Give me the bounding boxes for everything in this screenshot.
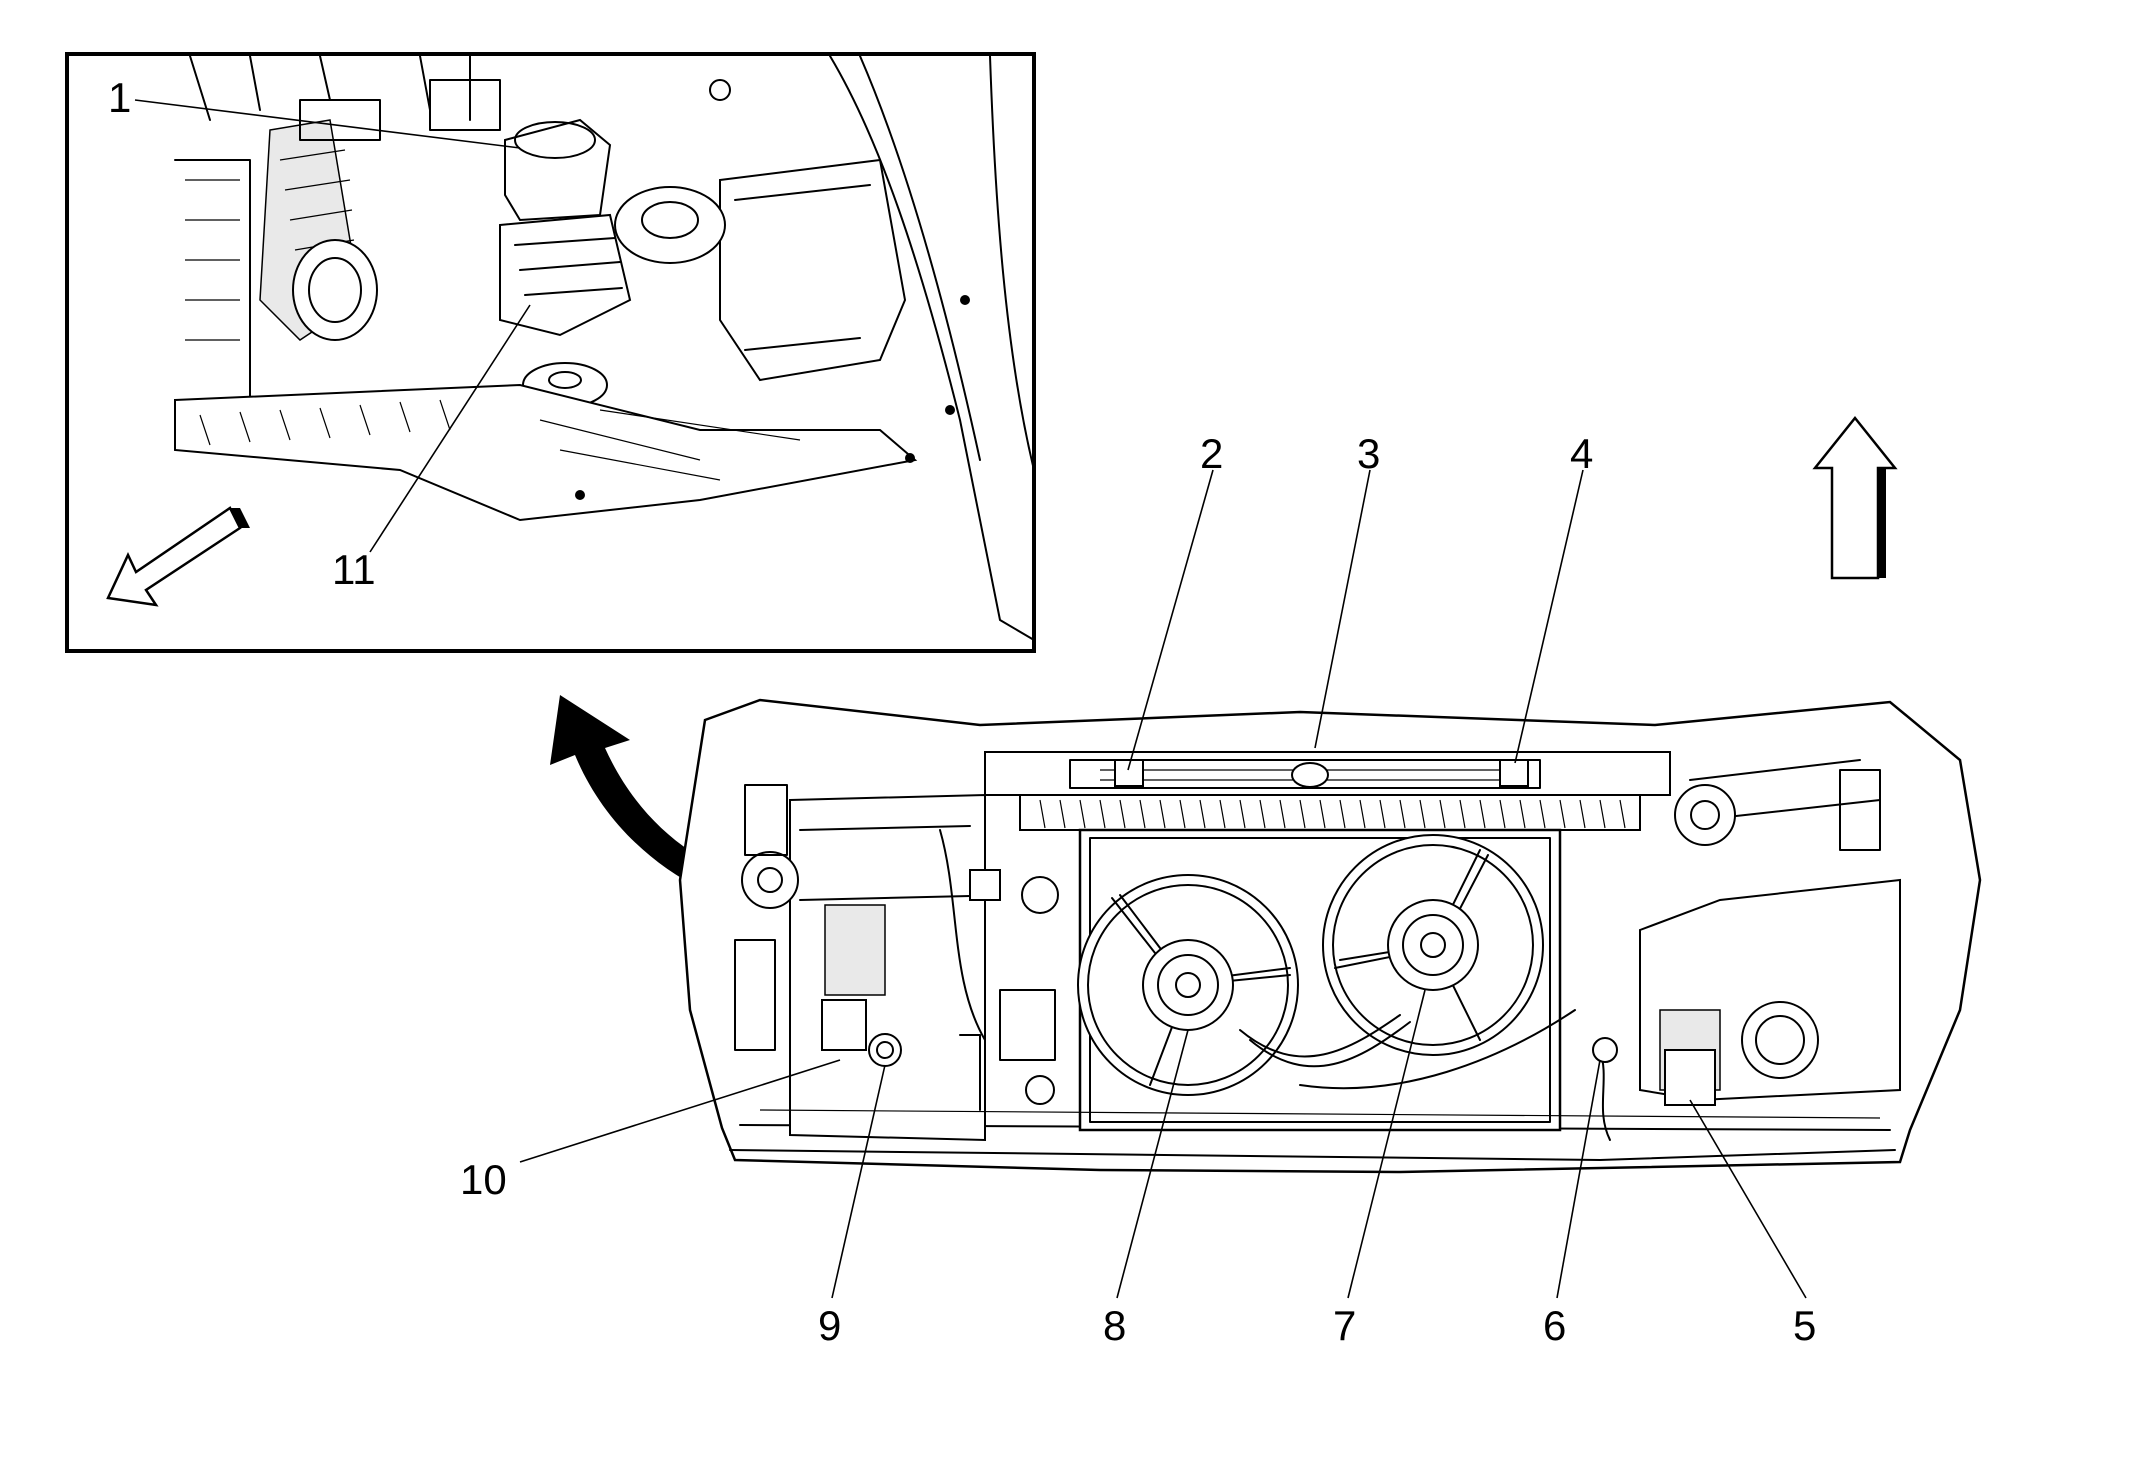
direction-front-arrow-icon <box>106 506 250 607</box>
callout-3: 3 <box>1357 430 1380 477</box>
callout-10: 10 <box>460 1156 507 1203</box>
direction-up-arrow-icon <box>1812 415 1898 580</box>
leader-lines <box>134 99 1807 1299</box>
right-cooling-fan <box>1322 834 1544 1056</box>
callout-6: 6 <box>1543 1302 1566 1349</box>
callout-2: 2 <box>1200 430 1223 477</box>
callout-11: 11 <box>332 546 376 593</box>
callout-5: 5 <box>1793 1302 1816 1349</box>
callout-9: 9 <box>818 1302 841 1349</box>
callout-7: 7 <box>1333 1302 1356 1349</box>
callout-4: 4 <box>1570 430 1593 477</box>
inset-detail-view <box>65 52 1036 653</box>
callout-1: 1 <box>108 74 131 121</box>
callout-labels: 1 2 3 4 5 6 7 8 9 10 11 <box>108 74 1816 1349</box>
callout-8: 8 <box>1103 1302 1126 1349</box>
left-cooling-fan <box>1077 874 1299 1096</box>
front-end-assembly <box>678 698 1982 1174</box>
